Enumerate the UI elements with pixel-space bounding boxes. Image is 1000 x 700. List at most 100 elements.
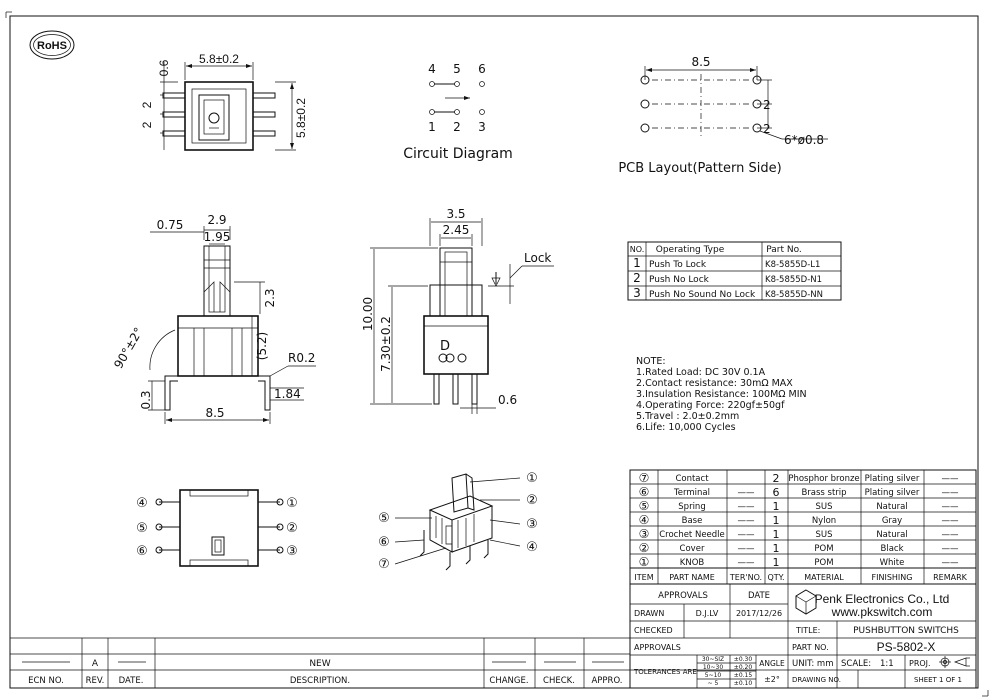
bottom-pin-6: ⑥	[136, 544, 148, 559]
exploded-callout-5: ⑤	[378, 511, 390, 526]
op-header-no: NO.	[630, 245, 645, 254]
tb-angle-value: ±2°	[764, 675, 780, 684]
tb-drawn-by: D.J.LV	[696, 609, 719, 618]
bottom-pin-3: ③	[286, 544, 298, 559]
rev-h-rev: REV.	[86, 676, 105, 686]
tb-drawn-date: 2017/12/26	[736, 609, 782, 618]
rev-h-description: DESCRIPTION.	[290, 676, 350, 686]
rev-h-ecn: ECN NO.	[28, 676, 64, 686]
tb-drawn: DRAWN	[634, 609, 664, 618]
circuit-bottom-2: 2	[453, 120, 461, 134]
bom-r5-rem: ——	[942, 530, 960, 540]
circuit-bottom-3: 3	[478, 120, 486, 134]
side-d5: (5.2)	[255, 332, 269, 360]
front-lock-label: Lock	[524, 251, 551, 265]
bom-r6-rem: ——	[942, 544, 960, 554]
front-h2: 7.30±0.2	[379, 316, 393, 372]
tb-title-label: TITLE:	[795, 626, 820, 635]
side-view: 2.9 1.95 0.75 2.3 (5.2) 90°±2° R0.2 1.84…	[111, 213, 316, 424]
bom-r2-rem: ——	[942, 488, 960, 498]
revision-table: A NEW ECN NO. REV. DATE. DESCRIPTION. CH…	[10, 637, 630, 688]
front-pin: 0.6	[498, 393, 517, 407]
notes: NOTE: 1.Rated Load: DC 30V 0.1A 2.Contac…	[636, 356, 807, 433]
pcb-row1-dim: 2	[763, 98, 771, 112]
op-row3-no: 3	[633, 286, 641, 300]
op-row1-type: Push To Lock	[649, 260, 707, 270]
top-pitch2-dim: 2	[140, 121, 154, 128]
exploded-callout-2: ②	[526, 493, 538, 508]
bom-r4-ter: ——	[738, 516, 756, 526]
exploded-view: ① ② ③ ④ ⑤ ⑥ ⑦	[378, 471, 538, 572]
bom-r6-fin: Black	[881, 544, 904, 554]
bom-r7-rem: ——	[942, 558, 960, 568]
projection-symbol-icon	[939, 656, 970, 668]
op-row1-part: K8-5855D-L1	[765, 260, 820, 270]
bom-h-qty: QTY.	[768, 573, 785, 582]
op-header-type: Operating Type	[656, 245, 725, 255]
side-d8: 8.5	[205, 406, 224, 420]
bom-r7-mat: POM	[814, 558, 833, 568]
tb-tolerances: TOLERANCES ARE	[633, 668, 697, 676]
tb-tol-range-2: 10~30	[703, 664, 723, 671]
top-height-dim: 5.8±0.2	[294, 98, 308, 138]
op-row3-part: K8-5855D-NN	[765, 290, 823, 300]
tb-website: www.pkswitch.com	[831, 605, 933, 619]
tb-tol-value-1: ±0.30	[734, 656, 753, 663]
bom-r1-mat: Phosphor bronze	[788, 474, 859, 484]
bom-h-mat: MATERIAL	[804, 573, 844, 582]
bom-r2-fin: Plating silver	[865, 488, 920, 498]
op-row1-no: 1	[633, 256, 641, 270]
op-row2-type: Push No Lock	[649, 275, 710, 285]
bom-r3-item: ⑤	[639, 499, 650, 513]
pcb-holes-note: 6*ø0.8	[784, 133, 824, 147]
bom-r7-fin: White	[880, 558, 905, 568]
tb-tol-range-1: 30~SIZ	[702, 656, 724, 663]
bom-r3-rem: ——	[942, 502, 960, 512]
tb-sheet: SHEET 1 OF 1	[914, 676, 962, 684]
bottom-view: ④ ⑤ ⑥ ① ② ③	[136, 489, 298, 567]
top-width-dim: 5.8±0.2	[199, 52, 239, 66]
op-row2-part: K8-5855D-N1	[765, 275, 822, 285]
side-d4: 2.3	[263, 288, 277, 307]
bom-r1-rem: ——	[942, 474, 960, 484]
svg-text:D: D	[440, 339, 450, 354]
bom-r7-qty: 1	[773, 556, 780, 569]
side-d7: 0.3	[139, 390, 153, 409]
exploded-callout-7: ⑦	[378, 557, 390, 572]
bom-r5-qty: 1	[773, 528, 780, 541]
bom-r7-item: ①	[639, 555, 650, 569]
note-4: 4.Operating Force: 220gf±50gf	[636, 400, 785, 411]
bom-r2-name: Terminal	[673, 488, 710, 498]
bottom-pin-4: ④	[136, 496, 148, 511]
bom-r1-fin: Plating silver	[865, 474, 920, 484]
circuit-top-1: 4	[428, 62, 436, 76]
bom-r6-item: ②	[639, 541, 650, 555]
rohs-label: RoHS	[37, 40, 67, 52]
bom-r1-qty: 2	[773, 472, 780, 485]
tb-tol-value-2: ±0.20	[734, 664, 753, 671]
side-radius: R0.2	[288, 351, 315, 365]
circuit-top-3: 6	[478, 62, 486, 76]
tb-tol-range-4: ~ 5	[708, 680, 719, 687]
bom-r6-ter: ——	[738, 544, 756, 554]
bom-r4-item: ④	[639, 513, 650, 527]
bom-r2-ter: ——	[738, 488, 756, 498]
rev-h-check: CHECK.	[543, 676, 575, 686]
exploded-callout-4: ④	[526, 540, 538, 555]
front-h1: 10.00	[361, 297, 375, 331]
tb-checked: CHECKED	[634, 626, 673, 635]
bom-r3-name: Spring	[678, 502, 705, 512]
notes-title: NOTE:	[636, 356, 666, 367]
pcb-row2-dim: 2	[763, 122, 771, 136]
tb-approvals: APPROVALS	[658, 591, 708, 601]
bom-r5-mat: SUS	[815, 530, 832, 540]
op-row3-type: Push No Sound No Lock	[649, 290, 756, 300]
pcb-layout: 8.5 2 2 6*ø0.8 PCB Layout(Pattern Side)	[618, 55, 828, 176]
rev-h-date: DATE.	[119, 676, 144, 686]
bom-h-item: ITEM	[634, 573, 653, 582]
note-5: 5.Travel : 2.0±0.2mm	[636, 411, 739, 422]
op-row2-no: 2	[633, 271, 641, 285]
bottom-pin-2: ②	[286, 521, 298, 536]
bom-h-name: PART NAME	[669, 573, 715, 582]
bom-h-rem: REMARK	[933, 573, 968, 582]
